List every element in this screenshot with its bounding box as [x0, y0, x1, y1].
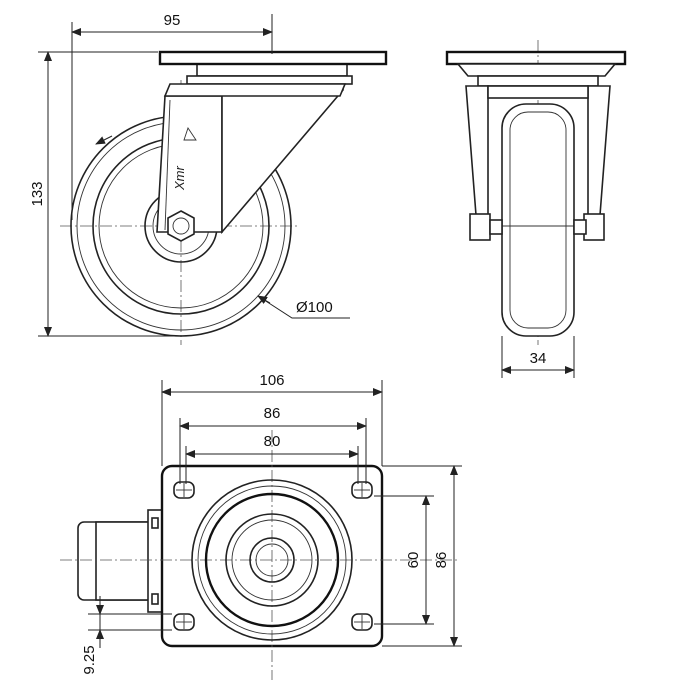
top-view: 106 86 80 86 60 9.25	[60, 372, 462, 680]
dim-label-133: 133	[29, 181, 46, 206]
axle-nut-left	[469, 213, 491, 241]
fork-leg-right	[587, 85, 611, 216]
dim-label-106: 106	[259, 372, 284, 389]
bolt-slot-bottom-right	[351, 613, 373, 631]
swivel-bearing-front	[477, 75, 599, 87]
fork-bridge	[487, 85, 589, 99]
axle-nut	[167, 210, 195, 242]
side-view: Xmr 95 133 Ø100	[29, 12, 388, 345]
fork-leg-left	[465, 85, 489, 216]
swivel-outer-ring	[191, 479, 353, 641]
top-plate-front	[445, 50, 627, 66]
dim-label-60: 60	[405, 552, 422, 569]
dim-label-diameter: Ø100	[296, 299, 333, 316]
dim-label-9-25: 9.25	[81, 645, 98, 674]
fork-web	[221, 81, 344, 235]
brand-logo-mark	[183, 126, 197, 141]
dim-label-34: 34	[530, 350, 547, 367]
dim-leader-diameter	[257, 295, 350, 319]
swivel-mid-ring	[204, 492, 340, 628]
top-plate-side	[158, 50, 388, 66]
kingpin-ring	[249, 537, 295, 583]
bolt-slot-top-right	[351, 481, 373, 499]
brand-logo-text: Xmr	[172, 166, 187, 192]
axle-nut-right	[583, 213, 605, 241]
swivel-bearing	[186, 75, 353, 85]
bolt-slot-top-left	[173, 481, 195, 499]
dim-label-86-width: 86	[264, 405, 281, 422]
bolt-slot-bottom-left	[173, 613, 195, 631]
dim-label-80: 80	[264, 433, 281, 450]
kingpin-hole	[255, 543, 289, 577]
swivel-base	[163, 83, 347, 97]
swivel-race	[196, 63, 348, 77]
dim-label-95: 95	[164, 12, 181, 29]
swivel-race-front	[456, 63, 617, 77]
swivel-inner-ring	[225, 513, 319, 607]
axle-bolt	[172, 217, 190, 235]
front-view: 34	[445, 40, 627, 378]
fork-leg	[156, 95, 223, 233]
dim-label-86-depth: 86	[433, 552, 450, 569]
wheel-profile	[501, 103, 575, 337]
